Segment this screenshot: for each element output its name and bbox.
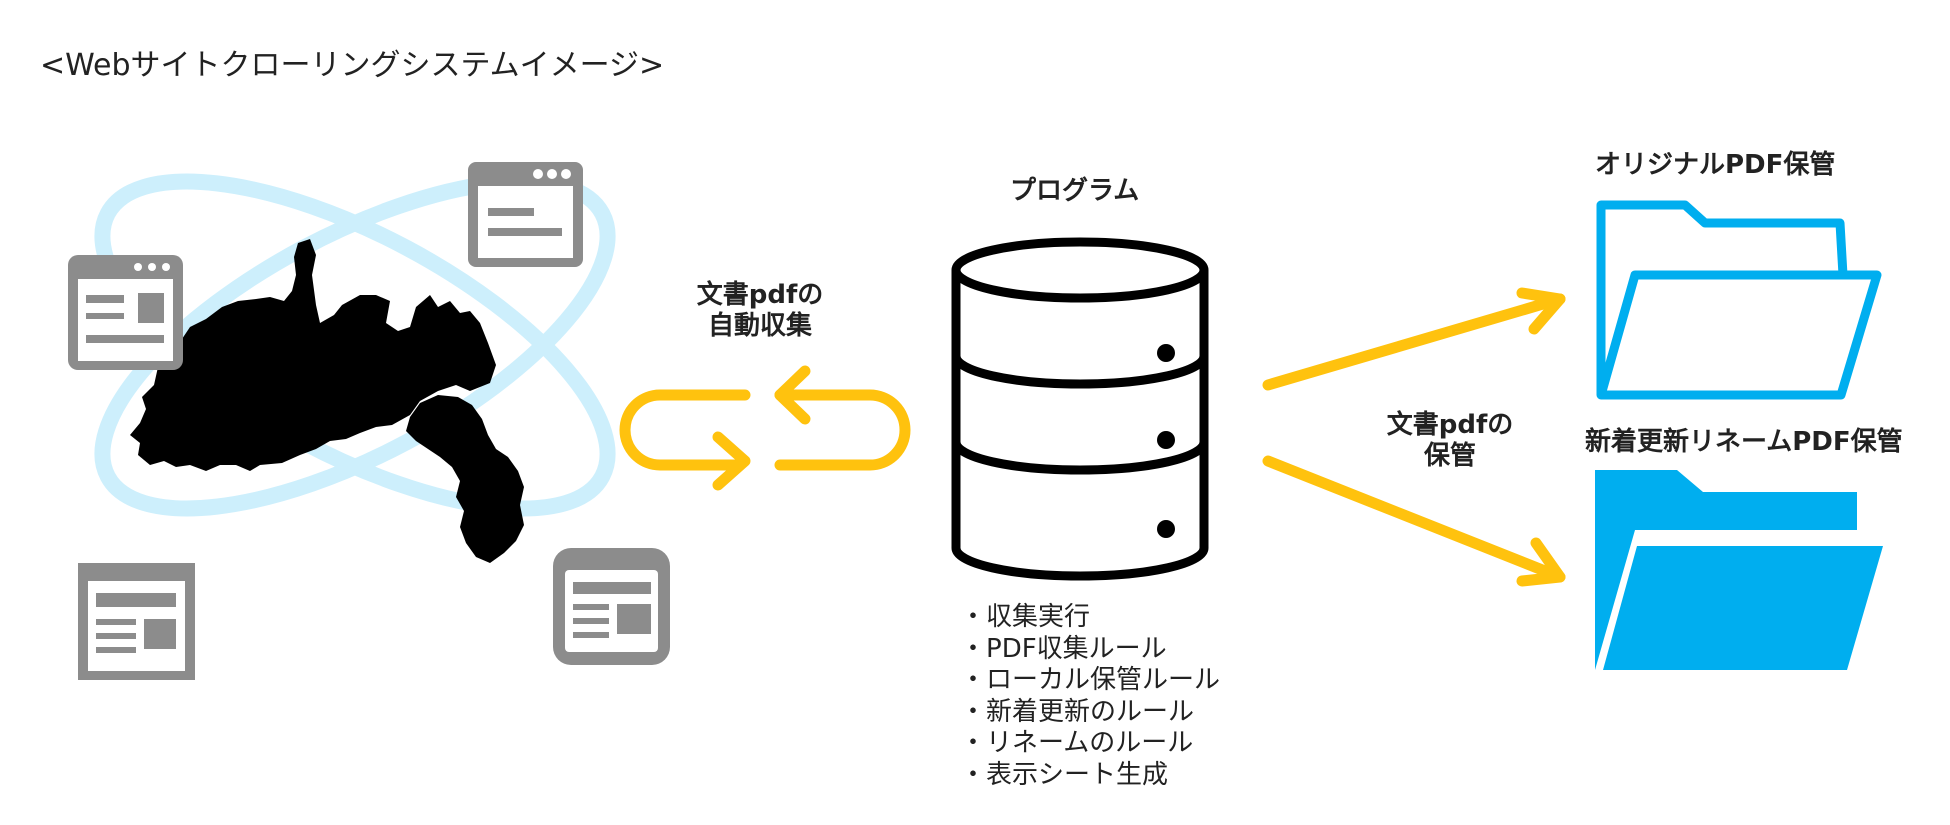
store-label-line1: 文書pdfの xyxy=(1386,410,1514,440)
folder-outline-icon xyxy=(1596,200,1882,400)
program-feature-list: 収集実行 PDF収集ルール ローカル保管ルール 新着更新のルール リネームのルー… xyxy=(960,602,1220,791)
list-item: リネームのルール xyxy=(960,728,1220,760)
browser-window-icon xyxy=(68,255,183,370)
database-server-icon xyxy=(951,237,1209,581)
list-item: ローカル保管ルール xyxy=(960,665,1220,697)
crawl-label: 文書pdfの 自動収集 xyxy=(690,280,830,342)
storage-arrows xyxy=(1262,287,1566,587)
region-map-silhouette xyxy=(130,239,524,563)
folder-original-label: オリジナルPDF保管 xyxy=(1595,150,1836,180)
browser-window-icon xyxy=(468,162,583,267)
crawl-label-line1: 文書pdfの xyxy=(696,280,824,310)
list-item: 表示シート生成 xyxy=(960,760,1220,792)
store-label-line2: 保管 xyxy=(1423,441,1476,472)
store-label: 文書pdfの 保管 xyxy=(1380,410,1520,472)
browser-window-icon xyxy=(553,548,670,665)
folder-renamed-label: 新着更新リネームPDF保管 xyxy=(1585,427,1903,457)
browser-window-icon xyxy=(78,563,195,680)
cycle-arrows-icon xyxy=(619,365,911,491)
list-item: 収集実行 xyxy=(960,602,1220,634)
list-item: PDF収集ルール xyxy=(960,634,1220,666)
crawl-label-line2: 自動収集 xyxy=(707,311,812,342)
list-item: 新着更新のルール xyxy=(960,697,1220,729)
program-label: プログラム xyxy=(1010,176,1140,206)
folder-filled-icon xyxy=(1595,470,1883,670)
page-title: <Webサイトクローリングシステムイメージ> xyxy=(40,48,665,83)
